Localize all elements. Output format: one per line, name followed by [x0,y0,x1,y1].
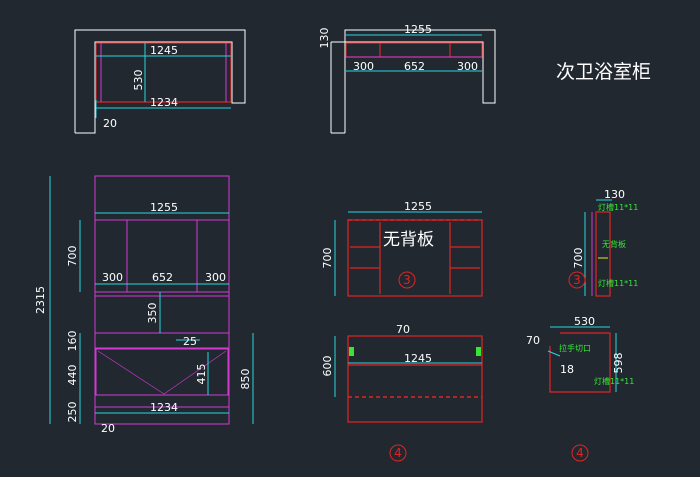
dim-width-outer: 1245 [150,44,178,57]
detail-marker-number: 3 [403,273,411,287]
no-back-panel-note: 无背板 [602,239,626,249]
detail-marker [398,271,416,289]
door-swing [97,350,227,395]
leader-line [547,350,561,357]
dim-width-inner: 1234 [150,96,178,109]
dim-upper-height: 700 [66,246,79,267]
dim-width: 530 [574,315,595,328]
light-groove-top-label: 灯槽11*11 [598,202,638,212]
dim-offset: 20 [101,422,115,435]
elevation-view: 1255 2315 700 300 652 300 350 160 440 25… [34,175,254,435]
plan-wall-outline [331,29,496,133]
dim-base-width: 1234 [150,401,178,414]
dim-top: 70 [396,323,410,336]
side-outline [595,211,611,297]
cabinet-door [95,348,229,396]
pull-cutout-right [476,347,481,356]
plan-view-middle: 1255 130 300 652 300 [318,23,496,134]
dim-center: 652 [404,60,425,73]
side-outline [549,332,611,393]
dim-split-center: 652 [152,271,173,284]
lower-cabinet-outline [347,335,483,423]
dim-shelf-gap: 350 [146,303,159,324]
dim-width: 1245 [404,352,432,365]
dim-base: 250 [66,402,79,423]
dim-depth: 18 [560,363,574,376]
dim-side: 850 [239,369,252,390]
light-groove-bottom-label: 灯槽11*11 [598,278,638,288]
dim-total: 1255 [404,23,432,36]
detail-marker [571,444,589,462]
elevation-outline [94,175,230,425]
dim-height: 700 [321,248,334,269]
lower-cabinet-front: 1245 70 600 4 [321,323,483,462]
dim-width: 1255 [404,200,432,213]
dim-height: 598 [612,353,625,374]
plan-cabinet-board [345,42,483,58]
plan-wall-outline [74,29,246,134]
dim-cabinet: 440 [66,365,79,386]
dim-depth: 130 [318,28,331,49]
detail-marker-number: 4 [394,446,402,460]
dim-split-right: 300 [205,271,226,284]
upper-cabinet-front: 1255 700 无背板 3 [321,200,483,297]
dim-door: 415 [195,364,208,385]
dim-left: 300 [353,60,374,73]
dim-top: 70 [526,334,540,347]
plan-cabinet-board [95,42,232,103]
dim-height: 600 [321,356,334,377]
dim-height: 700 [572,248,585,269]
dim-counter: 160 [66,331,79,352]
dim-offset: 20 [103,117,117,130]
dim-total-height: 2315 [34,286,47,314]
dim-split-left: 300 [102,271,123,284]
lower-cabinet-side: 530 70 18 598 拉手切口 灯槽11*11 4 [526,315,634,462]
upper-cabinet-side: 130 700 灯槽11*11 无背板 灯槽11*11 3 [568,188,638,297]
detail-marker [568,271,586,289]
no-back-panel-label: 无背板 [383,230,434,250]
dim-height: 530 [132,70,145,91]
drawing-title: 次卫浴室柜 [556,61,651,83]
dim-top-width: 1255 [150,201,178,214]
dim-small: 25 [183,335,197,348]
detail-marker-number: 3 [573,273,581,287]
detail-marker [389,444,407,462]
light-groove-label: 灯槽11*11 [594,376,634,386]
detail-marker-number: 4 [576,446,584,460]
dim-right: 300 [457,60,478,73]
pull-cutout-left [349,347,354,356]
dim-depth: 130 [604,188,625,201]
pull-cutout-note: 拉手切口 [559,343,591,353]
plan-view-left: 1245 530 1234 20 [74,29,246,134]
